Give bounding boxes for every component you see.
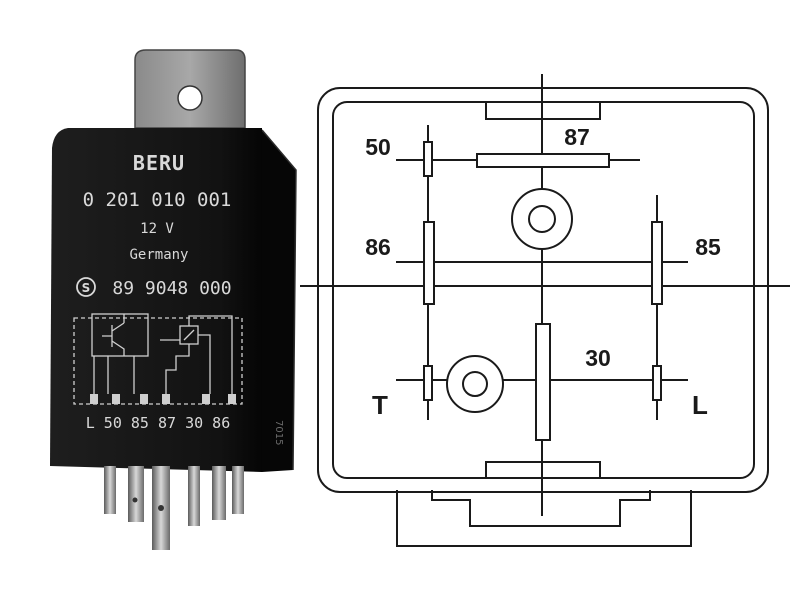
terminal-30 <box>535 323 551 441</box>
origin-label: Germany <box>129 247 188 263</box>
relay-body <box>50 128 262 472</box>
svg-text:S: S <box>82 281 91 295</box>
pin-label-30: 30 <box>585 345 611 371</box>
pin <box>232 466 244 514</box>
voltage-label: 12 V <box>140 221 174 237</box>
brand-logo: BERU <box>133 151 185 175</box>
part-number: 0 201 010 001 <box>83 189 232 211</box>
terminal-strip-labels: L 50 85 87 30 86 <box>86 414 231 432</box>
electronic-module <box>91 313 149 357</box>
terminal-86 <box>423 221 435 305</box>
pin-label-86: 86 <box>365 234 391 260</box>
relay-pins <box>104 466 244 550</box>
side-marking: 7015 <box>273 420 284 445</box>
terminal-87 <box>476 153 610 168</box>
housing-flange <box>396 490 692 547</box>
pin-label-L: L <box>692 390 708 420</box>
circuit-schematic <box>73 313 243 405</box>
pin-layout-diagram: 50 87 86 85 30 T L <box>300 74 790 547</box>
mounting-bracket <box>134 49 246 129</box>
terminal-50 <box>423 141 433 177</box>
pin <box>104 466 116 514</box>
bracket-hole <box>177 85 203 111</box>
pin <box>128 466 144 522</box>
terminal-T <box>423 365 433 401</box>
pin-label-85: 85 <box>695 234 721 260</box>
mounting-boss <box>511 188 573 250</box>
pin-label-T: T <box>372 390 388 420</box>
terminal-L <box>652 365 662 401</box>
relay-photo: 7015 BERU 0 201 010 001 12 V Germany 89 … <box>50 49 297 550</box>
pin-label-50: 50 <box>365 134 391 160</box>
approval-number: 89 9048 000 <box>112 278 231 299</box>
approval-mark-icon: S <box>76 277 96 297</box>
terminal-blades <box>423 141 663 441</box>
terminal-markers <box>90 394 236 404</box>
pin <box>212 466 226 520</box>
terminal-85 <box>651 221 663 305</box>
pin-label-87: 87 <box>564 124 590 150</box>
pin <box>188 466 200 526</box>
mounting-boss <box>446 355 504 413</box>
